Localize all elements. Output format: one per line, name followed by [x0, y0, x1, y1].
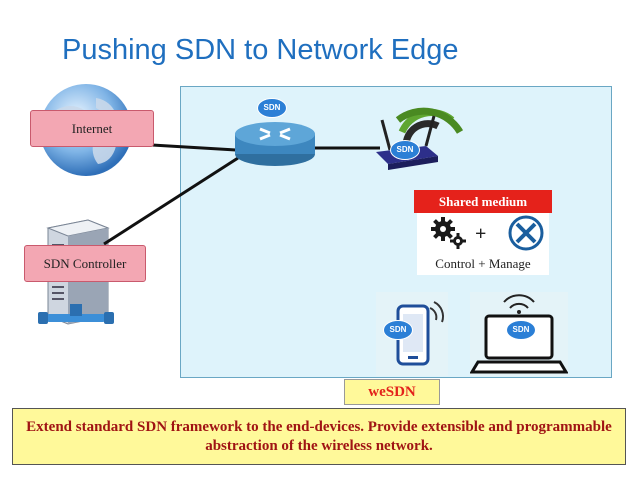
router-icon — [235, 122, 315, 166]
control-manage-panel: + Control + Manage — [417, 213, 549, 275]
gears-icon — [431, 217, 466, 249]
phone-sdn-badge: SDN — [383, 320, 413, 340]
page-title: Pushing SDN to Network Edge — [62, 34, 459, 66]
control-plus: + — [475, 223, 487, 245]
access-point-sdn-badge: SDN — [390, 140, 420, 160]
sdn-controller-node: SDN Controller — [24, 245, 146, 282]
router-sdn-badge: SDN — [257, 98, 287, 118]
control-manage-label: Control + Manage — [435, 256, 531, 271]
access-point-icon — [376, 107, 464, 170]
laptop-sdn-badge: SDN — [506, 320, 536, 340]
shared-medium-label: Shared medium — [414, 190, 552, 213]
description-box: Extend standard SDN framework to the end… — [12, 408, 626, 465]
wesdn-label: weSDN — [344, 379, 440, 405]
tools-icon — [508, 215, 544, 251]
internet-node: Internet — [30, 110, 154, 147]
